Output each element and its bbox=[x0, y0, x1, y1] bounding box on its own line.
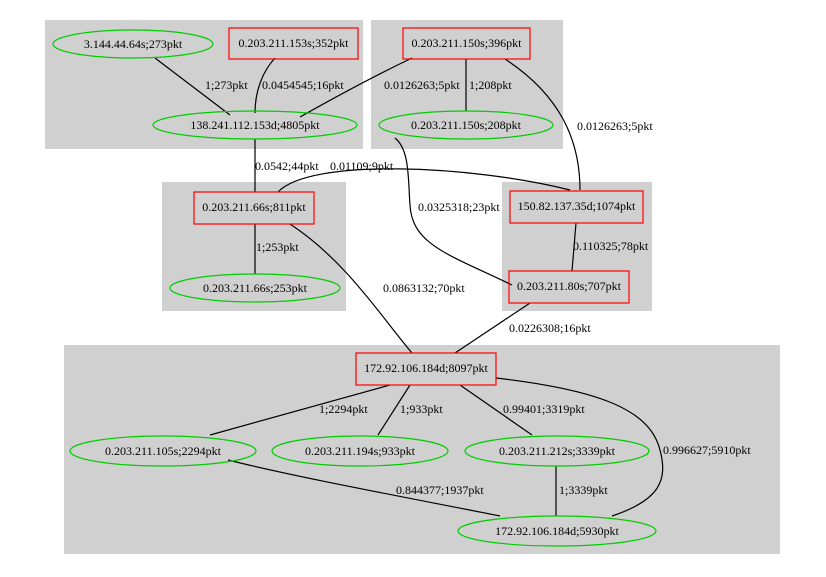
node-box-shape bbox=[509, 190, 644, 224]
node-label: 0.203.211.66s;253pkt bbox=[203, 281, 308, 295]
graph-node[interactable]: 0.203.211.194s;933pkt bbox=[271, 435, 449, 467]
graph-node[interactable]: 172.92.106.184d;8097pkt bbox=[355, 352, 497, 386]
node-label: 0.203.211.80s;707pkt bbox=[517, 279, 622, 293]
cluster-middle-left bbox=[162, 182, 346, 311]
node-ellipse-shape bbox=[464, 435, 650, 467]
node-box-shape bbox=[355, 352, 497, 386]
node-label: 0.203.211.212s;3339pkt bbox=[499, 444, 616, 458]
edge-e16 bbox=[495, 377, 664, 517]
graph-node[interactable]: 150.82.137.35d;1074pkt bbox=[509, 190, 644, 224]
graph-node[interactable]: 0.203.211.212s;3339pkt bbox=[464, 435, 650, 467]
edge-label: 0.0226308;16pkt bbox=[509, 321, 591, 335]
node-ellipse-shape bbox=[69, 435, 257, 467]
graph-node[interactable]: 172.92.106.184d;5930pkt bbox=[457, 515, 657, 547]
graph-node[interactable]: 0.203.211.66s;811pkt bbox=[193, 191, 315, 225]
edge-label: 0.0542;44pkt bbox=[255, 159, 319, 173]
edge-label: 1;208pkt bbox=[469, 78, 512, 92]
edge-label: 1;253pkt bbox=[256, 240, 299, 254]
edge-label: 0.110325;78pkt bbox=[573, 239, 649, 253]
cluster-top-left bbox=[45, 20, 363, 149]
edge-label: 0.0126263;5pkt bbox=[384, 78, 460, 92]
node-ellipse-shape bbox=[271, 435, 449, 467]
edge-e3 bbox=[299, 57, 413, 118]
edge-e10 bbox=[289, 223, 413, 354]
graph-node[interactable]: 3.144.44.64s;273pkt bbox=[52, 29, 214, 59]
node-box-shape bbox=[228, 27, 359, 60]
edge-e17 bbox=[227, 459, 501, 517]
edge-label: 1;933pkt bbox=[400, 402, 443, 416]
graph-node[interactable]: 0.203.211.105s;2294pkt bbox=[69, 435, 257, 467]
edge-label: 1;273pkt bbox=[205, 78, 248, 92]
graph-node[interactable]: 0.203.211.66s;253pkt bbox=[169, 273, 341, 303]
edge-label: 1;3339pkt bbox=[559, 483, 608, 497]
edge-e14 bbox=[377, 384, 411, 436]
cluster-middle-right bbox=[502, 182, 652, 311]
graph-node[interactable]: 138.241.112.153d;4805pkt bbox=[152, 110, 358, 140]
node-label: 0.203.211.150s;208pkt bbox=[411, 118, 522, 132]
edge-label: 0.0454545;16pkt bbox=[262, 78, 344, 92]
node-box-shape bbox=[402, 27, 531, 60]
node-label: 150.82.137.35d;1074pkt bbox=[518, 199, 636, 213]
edge-label: 0.0863132;70pkt bbox=[383, 281, 465, 295]
node-label: 0.203.211.150s;396pkt bbox=[412, 36, 523, 50]
node-label: 172.92.106.184d;5930pkt bbox=[495, 524, 619, 538]
edge-e13 bbox=[209, 384, 391, 436]
edge-e2 bbox=[254, 57, 276, 114]
node-ellipse-shape bbox=[378, 110, 554, 140]
graph-node[interactable]: 0.203.211.80s;707pkt bbox=[508, 270, 630, 304]
clusters bbox=[45, 20, 780, 554]
node-ellipse-shape bbox=[169, 273, 341, 303]
node-label: 0.203.211.66s;811pkt bbox=[202, 200, 306, 214]
graph-node[interactable]: 0.203.211.150s;208pkt bbox=[378, 110, 554, 140]
node-label: 0.203.211.105s;2294pkt bbox=[105, 444, 222, 458]
node-label: 0.203.211.153s;352pkt bbox=[239, 36, 350, 50]
graph-node[interactable]: 0.203.211.153s;352pkt bbox=[228, 27, 359, 60]
node-box-shape bbox=[508, 270, 630, 304]
node-label: 3.144.44.64s;273pkt bbox=[84, 37, 183, 51]
edges bbox=[154, 57, 664, 517]
node-ellipse-shape bbox=[152, 110, 358, 140]
edge-label: 0.844377;1937pkt bbox=[396, 483, 484, 497]
node-label: 0.203.211.194s;933pkt bbox=[305, 444, 416, 458]
node-box-shape bbox=[193, 191, 315, 225]
edge-e7 bbox=[277, 168, 571, 193]
node-ellipse-shape bbox=[52, 29, 214, 59]
node-label: 138.241.112.153d;4805pkt bbox=[190, 118, 320, 132]
edge-e15 bbox=[459, 384, 533, 436]
edge-label: 0.996627;5910pkt bbox=[663, 443, 751, 457]
node-ellipse-shape bbox=[457, 515, 657, 547]
edge-label: 0.99401;3319pkt bbox=[503, 402, 585, 416]
edge-e1 bbox=[154, 57, 231, 116]
graph-node[interactable]: 0.203.211.150s;396pkt bbox=[402, 27, 531, 60]
node-label: 172.92.106.184d;8097pkt bbox=[364, 361, 488, 375]
edge-label: 0.0126263;5pkt bbox=[577, 119, 653, 133]
cluster-bottom bbox=[64, 345, 780, 554]
edge-label: 1;2294pkt bbox=[319, 402, 368, 416]
edge-e12 bbox=[454, 302, 531, 354]
edge-e8 bbox=[394, 137, 513, 286]
edge-e5 bbox=[504, 58, 581, 191]
edge-labels: 1;273pkt 0.0454545;16pkt 0.0126263;5pkt … bbox=[205, 78, 751, 497]
nodes: 3.144.44.64s;273pkt 0.203.211.153s;352pk… bbox=[52, 27, 657, 547]
edge-label: 0.0325318;23pkt bbox=[418, 200, 500, 214]
edge-label: 0.01109;9pkt bbox=[330, 159, 394, 173]
edge-e11 bbox=[571, 222, 577, 272]
